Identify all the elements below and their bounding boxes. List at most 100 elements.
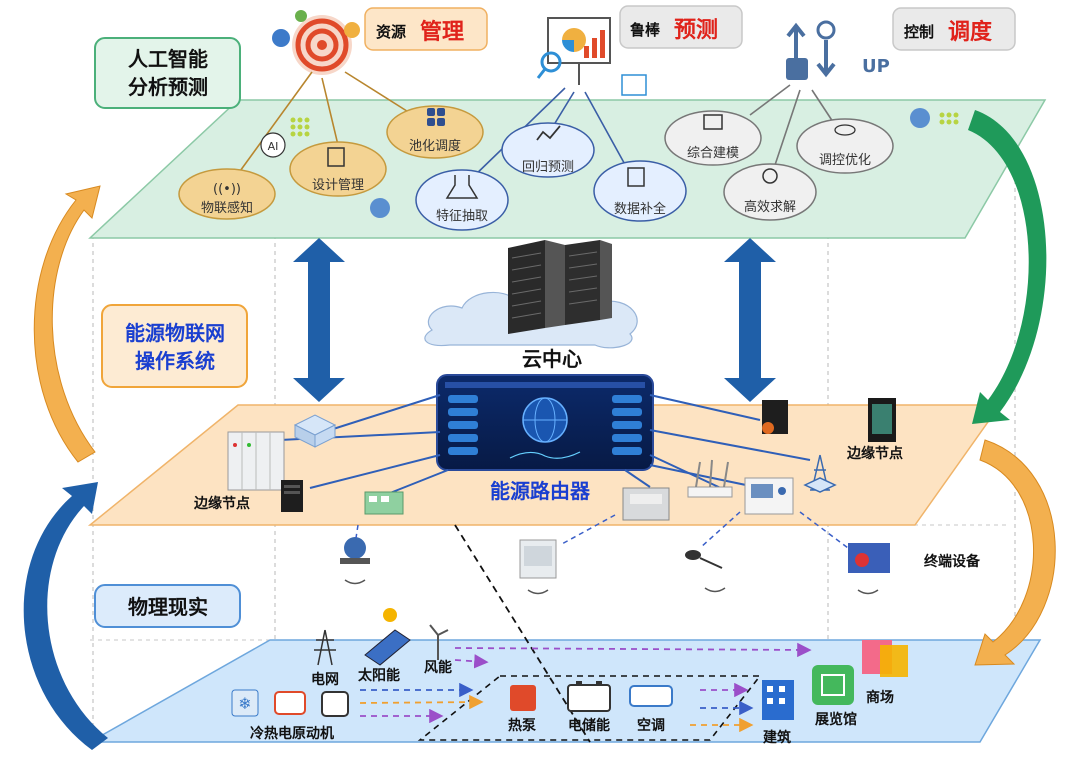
iot-sensing-label: 物联感知 xyxy=(201,200,253,216)
integrated-model-label: 综合建模 xyxy=(687,146,739,161)
loop-arrow-left-blue xyxy=(23,482,108,750)
edge-node-right-label: 边缘节点 xyxy=(846,445,903,462)
ai-function-feature-extract: 特征抽取 xyxy=(415,169,509,231)
wifi-router-icon xyxy=(687,459,733,498)
sensor-probe-icon xyxy=(685,550,726,593)
ai-function-integrated-model: 综合建模 xyxy=(664,110,762,166)
exhibition-label: 展览馆 xyxy=(815,711,857,728)
switchgear-cabinet xyxy=(227,431,285,491)
wireless-icon: ((•)) xyxy=(213,182,241,197)
load-group-box xyxy=(417,675,762,741)
ai-function-design-mgmt: 设计管理 xyxy=(289,141,387,197)
wind-turbine-icon xyxy=(429,624,449,660)
ai-layer-line2: 分析预测 xyxy=(128,75,208,99)
grid-label: 电网 xyxy=(311,671,339,688)
ai-function-control-optimize: 调控优化 xyxy=(796,118,894,174)
router-to-physical-link xyxy=(454,524,591,743)
save-icon xyxy=(627,167,645,187)
control-arrows-icon: UP xyxy=(786,20,890,80)
energy-router-label: 能源路由器 xyxy=(490,479,591,503)
ai-function-iot-sensing: ((•)) 物联感知 xyxy=(178,168,276,220)
engine-icon xyxy=(321,691,349,717)
battery-icon xyxy=(567,681,611,712)
atom-icon xyxy=(834,124,856,136)
solar-label: 太阳能 xyxy=(358,667,400,684)
heading-control-prefix: 控制 xyxy=(904,23,934,41)
building-icon xyxy=(762,680,794,720)
presentation-chart-icon xyxy=(536,17,647,96)
up-down-arrow-right xyxy=(724,238,776,402)
brain-head-icon xyxy=(370,108,930,218)
cloud-center: 云中心 xyxy=(424,240,638,371)
snowflake-icon: ❄ xyxy=(238,694,251,713)
air-conditioner-icon xyxy=(629,685,673,707)
regression-label: 回归预测 xyxy=(522,160,574,175)
lightbulb-icon xyxy=(762,168,778,184)
iot-layer-line1: 能源物联网 xyxy=(125,321,225,345)
iot-layer-box: 能源物联网 操作系统 xyxy=(101,304,248,388)
edge-server-left xyxy=(281,480,303,512)
ai-function-data-complete: 数据补全 xyxy=(593,160,687,222)
network-switch-icon xyxy=(293,414,337,448)
physical-layer-box: 物理现实 xyxy=(94,584,241,628)
grid-icon xyxy=(427,108,435,116)
heading-resource-prefix: 资源 xyxy=(376,23,406,41)
io-module-icon xyxy=(364,491,404,515)
heading-control: 控制 调度 xyxy=(892,7,1016,51)
up-sign-text: UP xyxy=(862,56,890,77)
heat-pump-icon xyxy=(510,685,536,711)
ai-function-pool-dispatch: 池化调度 xyxy=(386,105,484,159)
heading-robust-emph: 预测 xyxy=(674,18,718,43)
wind-label: 风能 xyxy=(424,659,452,676)
ai-chip-icon: AI xyxy=(260,132,286,158)
hvac-unit-icon xyxy=(519,539,557,595)
iot-layer-line2: 操作系统 xyxy=(135,349,215,373)
loop-arrow-left-orange xyxy=(33,185,101,463)
heat-pump-label: 热泵 xyxy=(508,717,536,734)
grid-tower-icon xyxy=(314,629,336,666)
ai-layer-line1: 人工智能 xyxy=(128,47,208,71)
edge-node-left-label: 边缘节点 xyxy=(193,495,250,512)
loop-arrow-right-orange xyxy=(974,439,1056,666)
control-optimize-label: 调控优化 xyxy=(819,153,871,168)
ai-function-efficient-solve: 高效求解 xyxy=(723,163,817,221)
ai-connectors xyxy=(234,71,836,181)
heading-control-emph: 调度 xyxy=(948,19,993,45)
chp-label: 冷热电原动机 xyxy=(250,725,334,742)
pump-unit-icon xyxy=(848,543,890,595)
water-meter-icon xyxy=(340,537,370,585)
building-label: 建筑 xyxy=(763,729,791,746)
loop-arrow-right-green xyxy=(968,110,1047,424)
meter-device-icon xyxy=(622,487,670,521)
solar-panel-icon xyxy=(364,608,411,666)
transmission-tower-icon xyxy=(803,454,837,493)
exhibition-hall-icon xyxy=(812,665,854,705)
cloud-center-label: 云中心 xyxy=(522,347,582,371)
flow-arrows xyxy=(359,642,812,733)
server-rack-icon xyxy=(508,240,612,334)
edge-server-right-top xyxy=(762,400,788,434)
heater-icon xyxy=(274,691,306,715)
efficient-solve-label: 高效求解 xyxy=(744,199,796,215)
edge-cabinet-right xyxy=(868,398,896,442)
heading-robust-prefix: 鲁棒 xyxy=(630,21,661,39)
ai-layer-box: 人工智能 分析预测 xyxy=(94,37,241,109)
dots-grid-icon xyxy=(290,112,959,137)
heading-resource-emph: 管理 xyxy=(420,19,464,45)
flask-icon xyxy=(445,175,479,199)
heading-robust: 鲁棒 预测 xyxy=(619,5,743,49)
design-mgmt-label: 设计管理 xyxy=(312,178,364,193)
controller-panel-icon xyxy=(744,477,794,515)
ac-label: 空调 xyxy=(637,717,665,734)
terminal-device-label: 终端设备 xyxy=(924,553,981,570)
mall-label: 商场 xyxy=(866,689,894,706)
terminal-links xyxy=(355,511,849,549)
trend-icon xyxy=(536,125,561,141)
ai-chip-text: AI xyxy=(268,140,279,153)
target-icon xyxy=(272,10,360,75)
pool-dispatch-label: 池化调度 xyxy=(409,138,461,154)
feature-extract-label: 特征抽取 xyxy=(436,209,488,224)
heading-resource: 资源 管理 xyxy=(364,7,488,51)
up-down-arrow-left xyxy=(293,238,345,402)
